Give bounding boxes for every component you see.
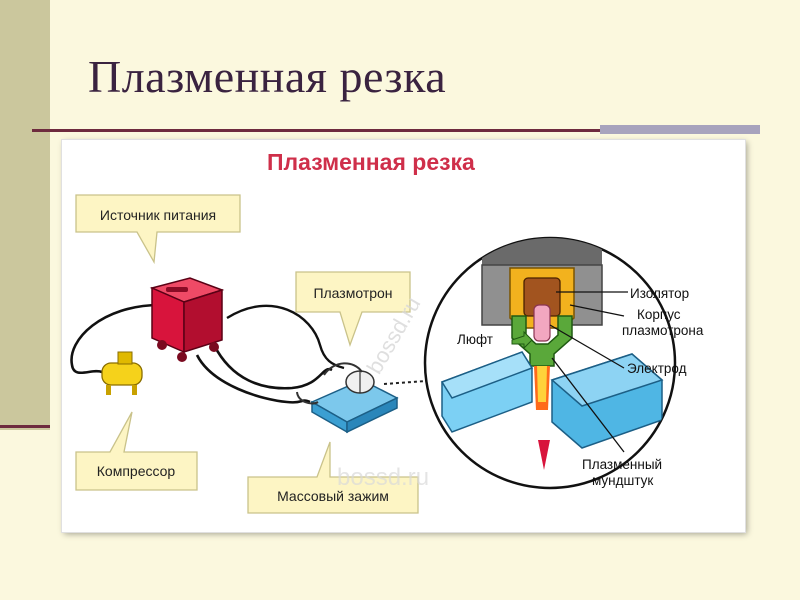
torch-cable-2 xyxy=(226,304,345,370)
label-gap: Люфт xyxy=(457,332,493,347)
title-underline-accent xyxy=(600,125,760,134)
label-nozzle-line1: Плазменный xyxy=(582,457,662,472)
compressor-hose xyxy=(70,303,161,375)
left-decor-line xyxy=(0,425,50,428)
label-power-source: Источник питания xyxy=(100,207,216,223)
leader-electrode xyxy=(549,324,625,369)
gap-arrow xyxy=(511,330,533,350)
label-body-line2: плазмотрона xyxy=(622,323,704,338)
label-nozzle-line2: мундштук xyxy=(592,473,653,488)
slide-title: Плазменная резка xyxy=(88,51,447,102)
label-electrode: Электрод xyxy=(627,361,687,376)
diagram-title: Плазменная резка xyxy=(267,149,475,175)
label-plasmatron: Плазмотрон xyxy=(313,285,392,301)
label-insulator: Изолятор xyxy=(630,286,689,301)
plasma-cutting-diagram: Плазменная резка Источник питания xyxy=(70,149,704,514)
callout-power-source: Источник питания xyxy=(75,194,241,265)
label-ground-clamp: Массовый зажим xyxy=(277,488,389,504)
label-body-line1: Корпус xyxy=(637,307,681,322)
callout-plasmatron: Плазмотрон xyxy=(295,271,411,348)
power-source-icon xyxy=(149,277,225,362)
callout-ground-clamp: Массовый зажим xyxy=(247,441,419,514)
leader-nozzle xyxy=(551,357,625,453)
diagram-panel: Плазменная резка Источник питания xyxy=(62,140,745,532)
watermark-2: bossd.ru xyxy=(337,464,429,491)
ground-cable xyxy=(195,354,311,404)
torch-cable xyxy=(212,344,333,390)
electrode-part xyxy=(533,304,551,342)
title-underline xyxy=(32,129,600,132)
plasma-torch-icon xyxy=(296,362,399,434)
callout-compressor: Компрессор xyxy=(75,411,198,491)
leader-body xyxy=(569,304,625,317)
label-compressor: Компрессор xyxy=(97,463,176,479)
left-decor-band xyxy=(0,0,50,430)
compressor-icon xyxy=(101,351,143,395)
